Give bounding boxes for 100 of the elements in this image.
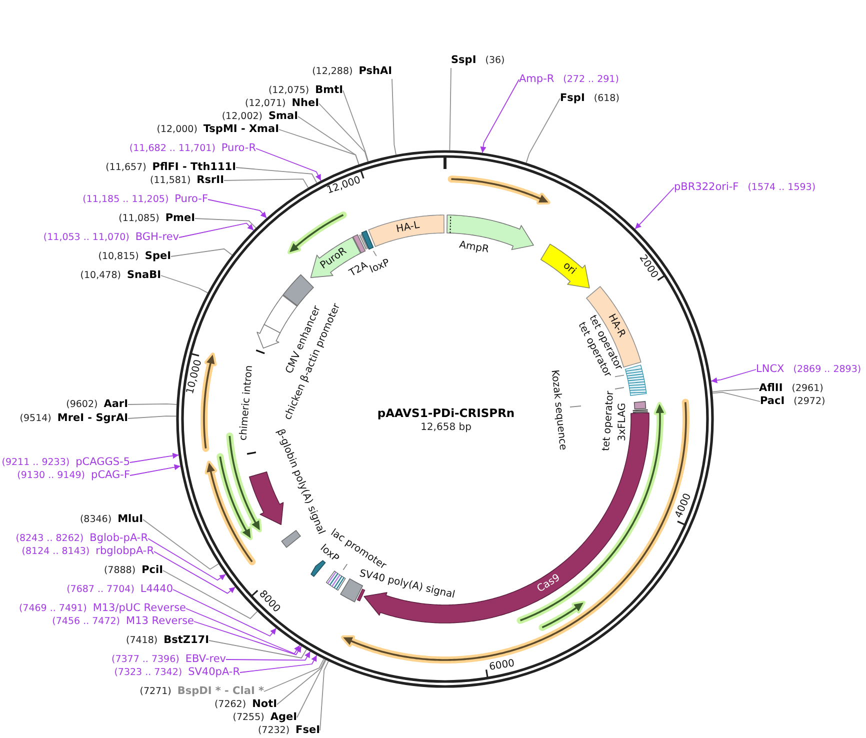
site-position: (11,581) — [150, 174, 191, 188]
feature-label: loxP — [368, 257, 392, 277]
enzyme-name: PflFI - Tth111I — [152, 160, 236, 174]
site-position: (2961) — [792, 382, 824, 396]
enzyme-name: PacI — [760, 394, 785, 408]
site-position: (7255) — [232, 711, 264, 725]
leader-line — [224, 178, 309, 188]
leader-line — [614, 387, 624, 390]
scale-label: 12,000 — [325, 174, 362, 198]
leader-line — [172, 589, 277, 637]
site-position: (8124 .. 8143) — [22, 545, 90, 559]
site-position: (12,071) — [245, 97, 286, 111]
site-position: (36) — [485, 54, 505, 68]
leader-line — [236, 167, 318, 184]
enzyme-name: BspDI * - ClaI * — [177, 684, 264, 698]
site-position: (7377 .. 7396) — [112, 653, 180, 667]
leader-line — [614, 374, 624, 378]
site-position: (12,000) — [156, 123, 198, 137]
leader-line — [526, 98, 560, 164]
leader-line — [342, 90, 369, 162]
site-position: (12,002) — [222, 110, 262, 124]
primer-name: rbglobpA-R — [96, 544, 154, 558]
site-position: (7323 .. 7342) — [114, 666, 182, 680]
enzyme-name: SpeI — [144, 249, 171, 263]
leader-line — [372, 250, 377, 256]
leader-line — [208, 199, 267, 218]
leader-line — [712, 388, 760, 392]
enzyme-name: BstZ17I — [164, 633, 209, 647]
site-position: (9602) — [66, 398, 98, 412]
feature-label: HA-L — [395, 219, 420, 236]
enzyme-name: PciI — [142, 563, 163, 577]
enzyme-name: SmaI — [268, 109, 298, 123]
site-position: (10,478) — [80, 269, 121, 283]
feature-label: tet operator — [600, 390, 618, 452]
leader-line — [142, 519, 219, 570]
enzyme-name: AgeI — [270, 710, 297, 724]
enzyme-name: SspI — [451, 53, 476, 67]
site-position: (11,682 .. 11,701) — [129, 142, 216, 156]
enzyme-name: FseI — [296, 723, 320, 737]
site-position: (7262) — [214, 698, 246, 712]
site-position: (272 .. 291) — [563, 73, 619, 87]
site-position: (11,185 .. 11,205) — [82, 193, 169, 207]
site-position: (2972) — [794, 395, 826, 409]
leader-line — [296, 660, 326, 718]
leader-line — [712, 392, 760, 402]
leader-line — [128, 403, 178, 405]
leader-line — [710, 369, 756, 384]
plasmid-name: pAAVS1-PDi-CRISPRn — [377, 406, 515, 420]
site-position: (8243 .. 8262) — [16, 532, 84, 546]
site-position: (11,053 .. 11,070) — [43, 231, 130, 245]
primer-name: M13/pUC Reverse — [92, 601, 186, 615]
primer-name: pBR322ori-F — [674, 180, 739, 194]
feature-label: 3xFLAG — [617, 402, 629, 442]
site-position: (618) — [594, 92, 620, 106]
enzyme-name: NheI — [292, 96, 319, 110]
leader-line — [194, 218, 256, 228]
leader-line — [128, 416, 177, 419]
site-position: (9514) — [20, 412, 52, 426]
leader-line — [130, 464, 181, 476]
leader-line — [186, 608, 300, 654]
scale-label: 10,000 — [184, 358, 205, 396]
leader-line — [256, 148, 322, 182]
feature-label: T2A — [348, 260, 370, 280]
site-position: (7456 .. 7472) — [52, 615, 120, 629]
feature-label: AmpR — [458, 240, 490, 257]
leader-line — [148, 538, 226, 581]
primer-name: pCAGGS-5 — [76, 455, 130, 469]
site-position: (7271) — [140, 685, 172, 699]
feature-label: loxP — [317, 542, 340, 566]
site-position: (9130 .. 9149) — [17, 469, 86, 483]
feature-label: ori — [560, 260, 578, 278]
primer-name: EBV-rev — [185, 652, 226, 666]
enzyme-name: AflII — [759, 381, 783, 395]
leader-line — [162, 570, 258, 620]
primer-name: Bglob-pA-R — [90, 531, 148, 545]
leader-line — [278, 129, 360, 165]
primer-name: Puro-F — [174, 192, 208, 206]
leader-line — [480, 79, 520, 154]
primer-name: Amp-R — [519, 72, 554, 86]
site-position: (11,657) — [106, 161, 146, 175]
plasmid-size: 12,658 bp — [420, 421, 472, 435]
leader-line — [240, 654, 318, 673]
primer-name: M13 Reverse — [126, 614, 194, 628]
leader-line — [570, 406, 582, 408]
primer-name: Puro-R — [221, 141, 256, 155]
enzyme-name: AarI — [104, 397, 128, 411]
leader-line — [392, 78, 396, 156]
primer-name: L4440 — [140, 582, 173, 596]
enzyme-name: PmeI — [165, 211, 195, 225]
leader-line — [170, 248, 232, 257]
leader-line — [160, 275, 208, 294]
primer-name: LNCX — [756, 362, 784, 376]
leader-line — [130, 452, 180, 463]
enzyme-name: PshAI — [358, 64, 392, 78]
feature-label: SV40 poly(A) signal — [358, 568, 456, 602]
site-position: (12,288) — [312, 65, 353, 79]
site-position: (12,075) — [268, 84, 310, 98]
site-position: (1574 .. 1593) — [748, 181, 816, 195]
feature-label: Kozak sequence — [548, 369, 568, 451]
leader-line — [208, 640, 307, 658]
